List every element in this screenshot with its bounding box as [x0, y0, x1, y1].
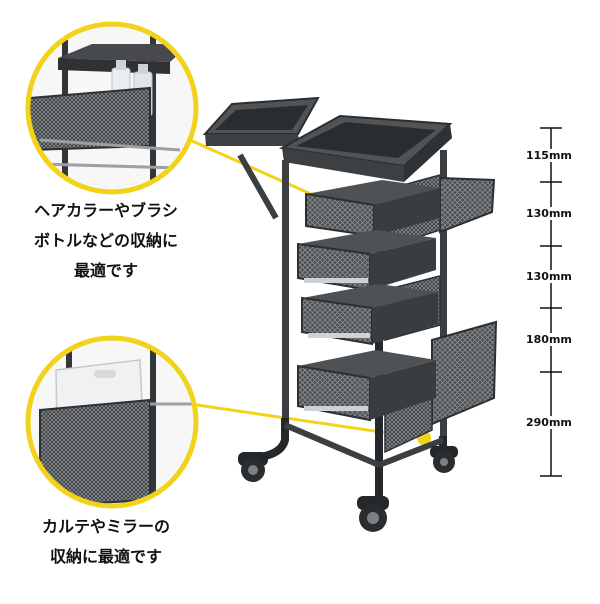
caster-wheel — [357, 496, 389, 532]
side-basket-lower — [431, 320, 498, 426]
callout-detail-chart-holder — [25, 335, 199, 509]
dimension-label: 115mm — [524, 149, 574, 162]
drawer — [305, 180, 440, 238]
drawer — [297, 350, 436, 422]
callout-caption-basket: ヘアカラーやブラシ ボトルなどの収納に 最適です — [22, 196, 190, 286]
caster-wheel — [430, 446, 458, 473]
caption-line: ボトルなどの収納に — [33, 231, 178, 250]
caption-line: 最適です — [73, 261, 138, 280]
callout-detail-basket — [25, 21, 199, 195]
dimension-label: 130mm — [524, 207, 574, 220]
top-tray — [202, 96, 453, 182]
dimension-label: 290mm — [524, 416, 574, 429]
callout-caption-chart-holder: カルテやミラーの 収納に最適です — [18, 512, 194, 572]
caption-line: ヘアカラーやブラシ — [34, 201, 178, 220]
caption-line: カルテやミラーの — [41, 517, 170, 536]
caption-line: 収納に最適です — [49, 547, 162, 566]
dimension-label: 180mm — [524, 333, 574, 346]
trolley — [202, 96, 498, 532]
callout-leader-2 — [189, 402, 423, 440]
drawer — [301, 284, 438, 346]
drawer — [297, 230, 436, 292]
caster-wheel — [238, 452, 268, 482]
dimension-label: 130mm — [524, 270, 574, 283]
side-basket-upper — [439, 176, 496, 234]
